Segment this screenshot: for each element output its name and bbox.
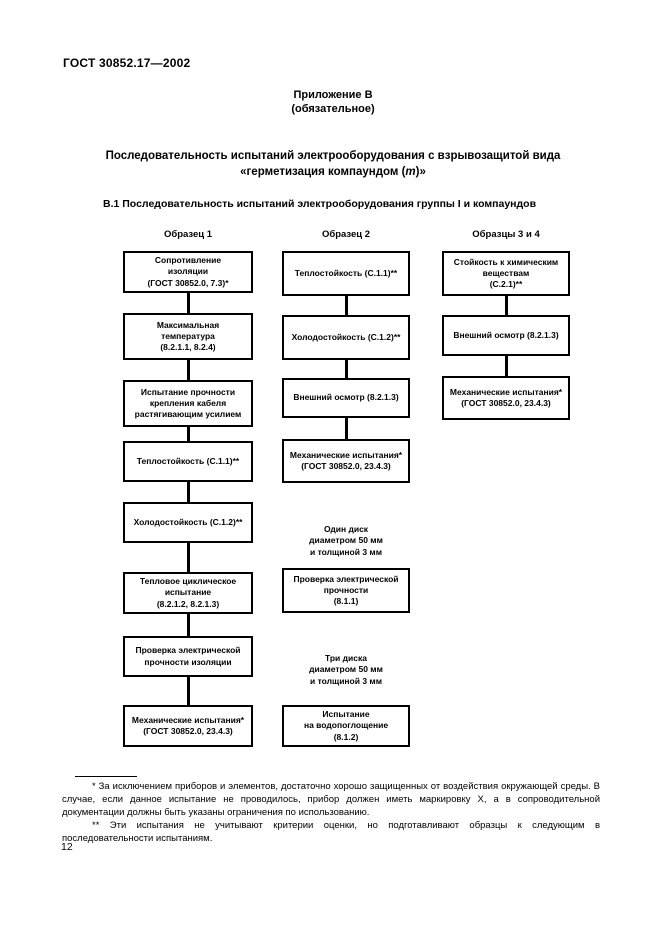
connector-line (186, 482, 190, 502)
box-mechanical-tests-col2: Механические испытания*(ГОСТ 30852.0, 23… (282, 439, 410, 483)
appendix-label: Приложение В (293, 89, 373, 101)
connector-line (504, 356, 508, 376)
page-number: 12 (61, 841, 73, 853)
footnote-2: ** Эти испытания не учитывают критерии о… (62, 820, 600, 844)
page-title: Последовательность испытаний электрообор… (63, 149, 603, 180)
appendix-note: (обязательное) (291, 103, 375, 116)
connector-line (344, 360, 348, 378)
title-line-1: Последовательность испытаний электрообор… (105, 150, 561, 162)
footnotes: * За исключением приборов и элементов, д… (62, 780, 600, 845)
box-mechanical-tests-col3: Механические испытания*(ГОСТ 30852.0, 23… (442, 376, 570, 420)
connector-line (344, 296, 348, 315)
box-heat-resistance: Теплостойкость (С.1.1)** (123, 441, 253, 482)
box-mechanical-tests-col1: Механические испытания*(ГОСТ 30852.0, 23… (123, 705, 253, 747)
title-line-2: «герметизация компаундом (m)» (63, 165, 603, 181)
footnote-separator (75, 776, 137, 777)
title-line-2-italic-m: m (405, 165, 416, 178)
column-header-sample-2: Образец 2 (321, 229, 371, 240)
connector-line (504, 296, 508, 315)
connector-line (186, 677, 190, 705)
appendix-heading: Приложение В (обязательное) (63, 88, 603, 117)
box-cold-resistance: Холодостойкость (С.1.2)** (123, 502, 253, 543)
column-header-samples-3-4: Образцы 3 и 4 (472, 229, 540, 240)
column-header-sample-1: Образец 1 (163, 229, 213, 240)
connector-line (186, 543, 190, 572)
connector-line (186, 360, 190, 380)
connector-line (186, 293, 190, 313)
doc-code: ГОСТ 30852.17—2002 (63, 56, 191, 70)
title-line-2-prefix: «герметизация компаундом ( (240, 165, 406, 178)
title-line-2-suffix: )» (415, 165, 426, 178)
footnote-1: * За исключением приборов и элементов, д… (62, 781, 600, 818)
section-heading: В.1 Последовательность испытаний электро… (103, 198, 537, 210)
connector-line (186, 427, 190, 441)
box-external-inspection-col3: Внешний осмотр (8.2.1.3) (442, 315, 570, 356)
box-external-inspection-col2: Внешний осмотр (8.2.1.3) (282, 378, 410, 418)
connector-line (186, 614, 190, 636)
box-heat-resistance-col2: Теплостойкость (С.1.1)** (282, 251, 410, 296)
connector-line (344, 418, 348, 439)
box-cold-resistance-col2: Холодостойкость (С.1.2)** (282, 315, 410, 360)
